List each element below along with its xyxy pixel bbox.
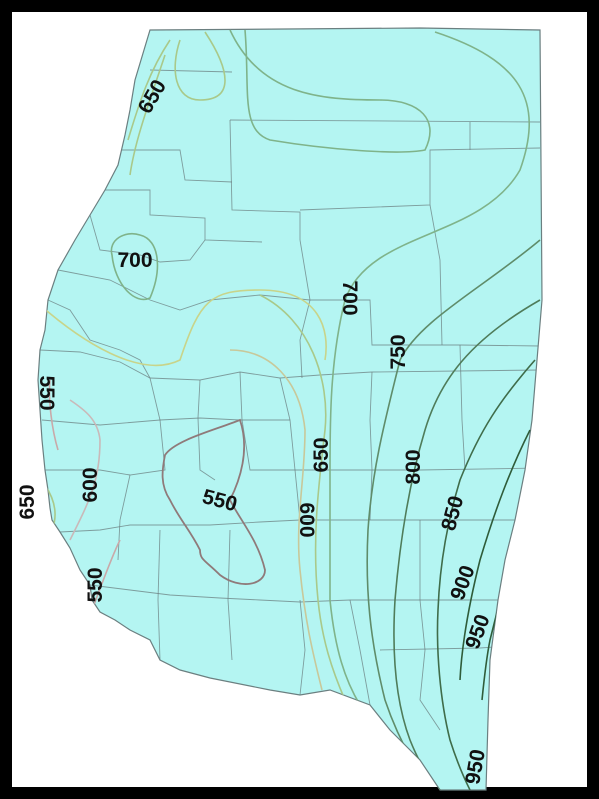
contour-label-650-c: 650 — [310, 437, 333, 472]
contour-label-600-c: 600 — [295, 502, 318, 537]
contour-labels: 650 700 550 650 600 550 550 600 650 700 … — [16, 76, 495, 786]
county-boundaries — [39, 69, 541, 731]
contour-label-550-sw: 550 — [84, 567, 107, 602]
contour-label-700-e: 700 — [338, 280, 361, 315]
contour-label-550-w: 550 — [35, 375, 58, 410]
state-landmass — [37, 27, 543, 791]
contour-label-650-w: 650 — [16, 484, 39, 519]
contour-label-800: 800 — [402, 449, 425, 484]
contour-label-750: 750 — [387, 334, 410, 369]
contour-lines — [39, 29, 541, 790]
contour-label-600-w: 600 — [79, 467, 102, 502]
contour-label-700-w: 700 — [117, 249, 152, 272]
